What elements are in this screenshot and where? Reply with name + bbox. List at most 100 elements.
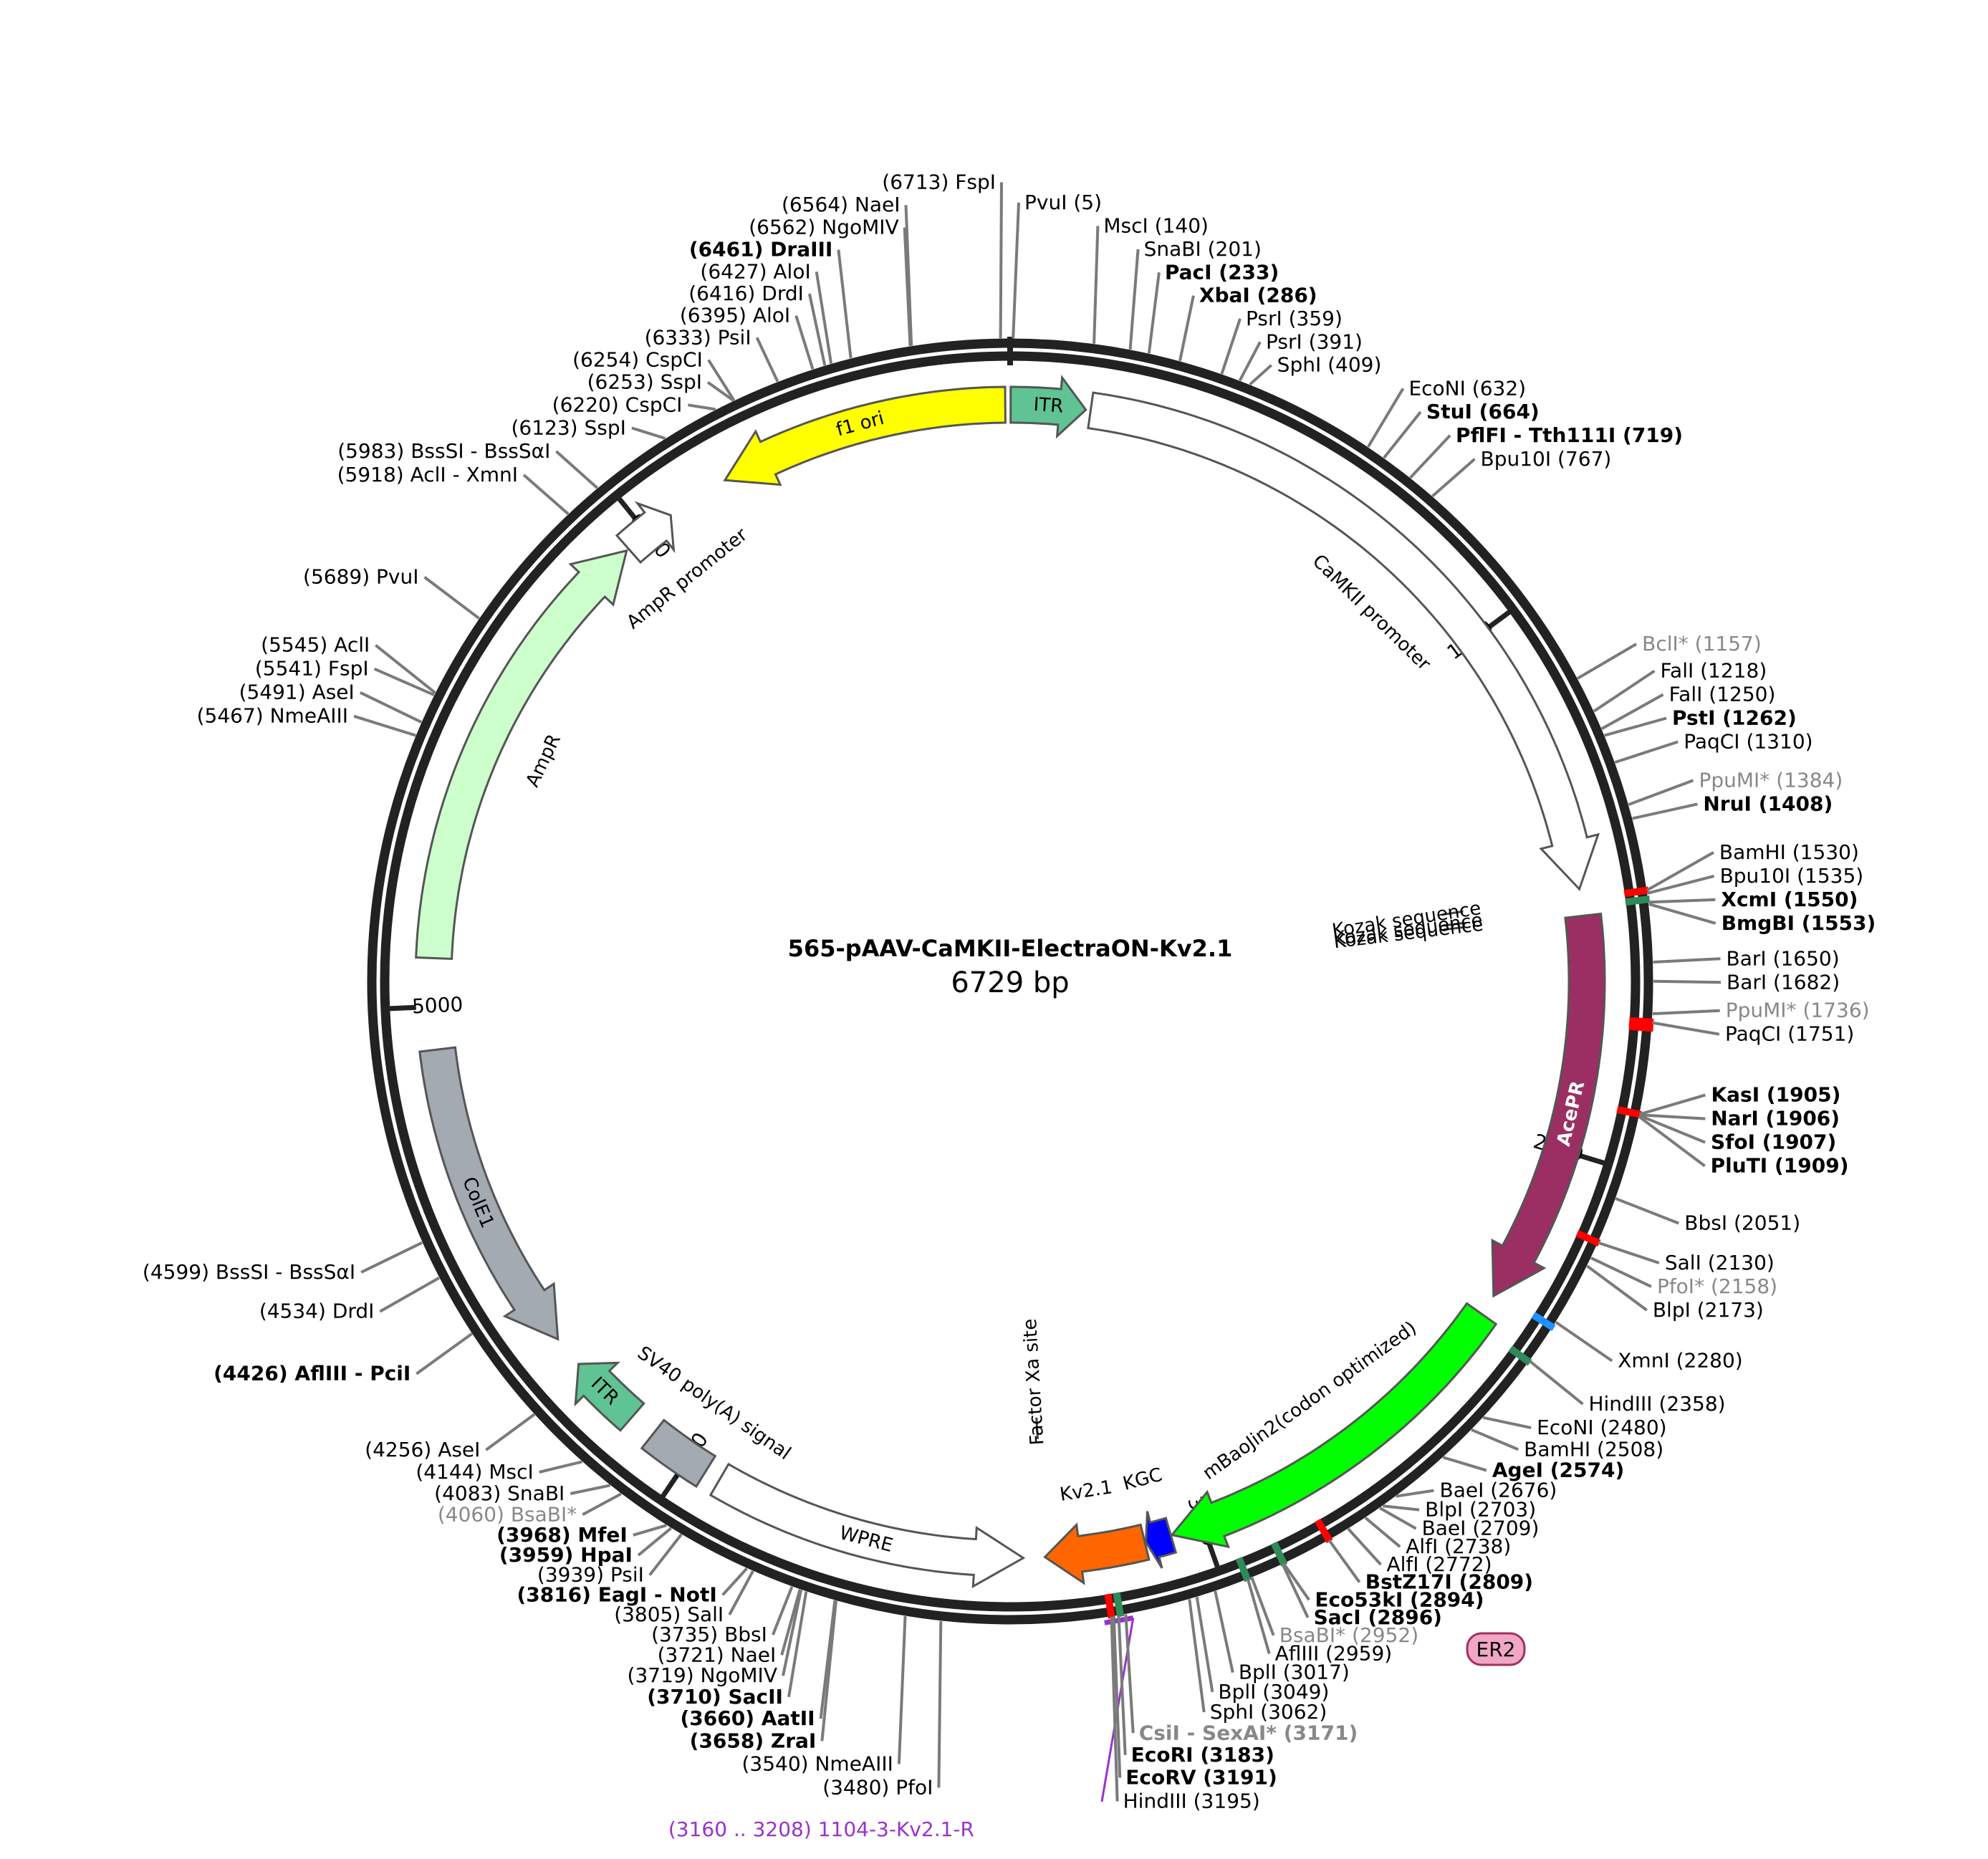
site-label: SphI (409) [1277,353,1382,377]
feature-label-kv2-1: Kv2.1 [1058,1476,1113,1506]
site-label: AflIII (2959) [1275,1641,1393,1665]
site-label: EcoNI (2480) [1537,1416,1666,1439]
site-label: AlfI (2738) [1406,1534,1511,1558]
ring-mark-1 [1625,895,1651,906]
site-label: (4256) AseI [365,1438,480,1461]
site-label: MscI (140) [1103,213,1209,237]
site-leader [1327,1539,1361,1583]
site-label: (4083) SnaBI [434,1481,565,1505]
er2-label: ER2 [1476,1638,1516,1661]
site-label: (6253) SspI [587,370,702,394]
site-leader [637,1527,672,1557]
site-label: NruI (1408) [1703,792,1833,815]
inner-label-3: Factor Xa site [1019,1318,1049,1446]
feature-camkii-promoter [1087,391,1600,891]
er2-badge: ER2 [1466,1632,1526,1666]
site-leader [1188,1599,1206,1713]
site-leader [1383,410,1422,459]
site-leader [903,227,912,346]
site-label: (3658) ZraI [690,1729,817,1752]
site-label: (5983) BssSI - BssSαI [337,439,550,463]
site-label: HindIII (2358) [1588,1392,1725,1416]
site-leader [1639,1093,1706,1116]
site-leader [522,474,570,515]
site-label: XcmI (1550) [1721,888,1858,911]
site-leader [539,1460,583,1474]
ring-mark-5 [1575,1230,1601,1246]
site-leader [1628,779,1694,806]
site-label: Bpu10I (1535) [1720,864,1864,888]
site-leader [772,1586,794,1635]
feature-sv40-poly-a-signal [640,1418,717,1489]
site-label: XmnI (2280) [1618,1349,1742,1373]
tick-6000 [617,497,638,522]
site-leader [1409,434,1451,479]
site-leader [1093,226,1100,344]
site-label: (5918) AclI - XmnI [337,463,518,486]
site-label: HindIII (3195) [1123,1790,1260,1813]
tick-5000 [389,1004,416,1012]
site-leader [555,450,599,489]
site-label: BamHI (1530) [1719,840,1859,864]
site-leader [1632,802,1698,820]
site-leader [1615,1197,1680,1225]
site-leader [1178,295,1195,362]
site-label: (4599) BssSI - BssSαI [143,1260,355,1284]
site-leader [1112,1616,1122,1778]
ring-mark-11 [1113,1592,1125,1618]
site-leader [1128,249,1140,350]
site-label: (6416) DrdI [688,282,804,305]
ring-mark-2 [1628,1017,1654,1026]
plasmid-size: 6729 bp [951,966,1069,999]
site-leader [1238,341,1262,382]
site-label: (4534) DrdI [259,1300,375,1323]
site-label: SalI (2130) [1665,1251,1775,1274]
site-leader [416,1332,473,1375]
inner-mark-0 [1441,910,1464,916]
site-leader [1646,851,1714,892]
site-label: (3735) BbsI [651,1623,767,1646]
site-leader [1124,1614,1135,1734]
site-label: PfoI* (2158) [1657,1274,1777,1298]
site-label: BaeI (2676) [1440,1479,1557,1502]
ring-mark-3 [1628,1022,1653,1032]
tick-3000 [1206,1541,1220,1568]
site-label: (3480) PfoI [822,1775,933,1799]
site-label: SphI (3062) [1210,1700,1327,1724]
site-leader [1638,1114,1706,1144]
site-label: (6713) FspI [882,170,996,193]
site-leader [897,1615,907,1764]
site-label: (5491) AseI [239,681,355,704]
site-label: BmgBI (1553) [1722,911,1876,935]
site-label: (3968) MfeI [496,1523,628,1547]
site-label: FalI (1218) [1661,659,1767,683]
site-leader [1577,643,1638,680]
site-leader [1598,1241,1660,1264]
site-label: (3660) AatII [681,1706,815,1730]
site-leader [688,403,716,411]
tick-2000 [1578,1153,1605,1166]
site-leader [1250,1577,1275,1636]
site-leader [1147,272,1161,354]
ring-mark-9 [1270,1541,1288,1567]
site-leader [373,667,435,696]
feature-wpre [709,1462,1026,1589]
site-label: (6395) AloI [680,304,790,327]
site-leader [1648,898,1716,904]
site-leader [1110,1616,1119,1802]
site-label: (6333) PsiI [645,325,751,349]
site-label: PsrI (359) [1246,307,1343,330]
site-leader [1652,1009,1720,1016]
site-leader [706,380,735,402]
site-label: BlpI (2173) [1653,1298,1764,1322]
site-leader [1651,1021,1720,1036]
site-label: KasI (1905) [1711,1083,1840,1107]
site-label: BarI (1650) [1727,946,1840,970]
site-label: AlfI (2772) [1386,1552,1492,1576]
site-label: BplI (3049) [1218,1680,1329,1704]
site-leader [807,293,827,366]
site-label: PsrI (391) [1266,330,1363,353]
feature-label-ampr: AmpR [522,731,565,790]
site-label: (4144) MscI [416,1460,533,1484]
